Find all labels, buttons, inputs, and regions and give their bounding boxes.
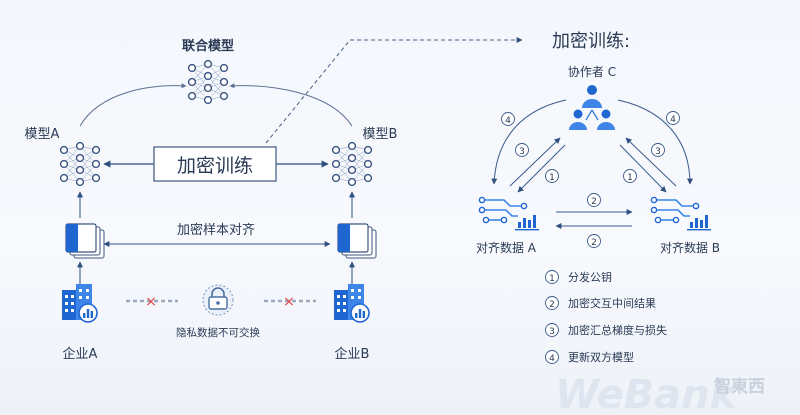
cross-mark-left: ×	[145, 294, 157, 310]
step-number-3-left: 3	[519, 147, 525, 157]
arc-model-a-to-federated	[79, 83, 187, 127]
watermark-brand: WeBank	[555, 372, 739, 415]
enterprise-b-building-icon	[333, 283, 370, 323]
step-number-2-top: 2	[591, 197, 597, 207]
legend-item: 2 加密交互中间结果	[545, 296, 656, 310]
encrypted-training-box	[153, 146, 277, 182]
federated-model-network-icon	[187, 59, 229, 105]
arc-model-b-to-federated	[229, 83, 353, 127]
arc-collaborator-to-b-step4	[617, 99, 693, 185]
collaborator-people-icon	[569, 85, 615, 130]
lock-icon	[202, 284, 234, 316]
legend-number: 2	[549, 300, 555, 310]
steps-legend: 1 分发公钥 2 加密交互中间结果 3 加密汇总梯度与损失 4 更新双方模型	[545, 270, 667, 364]
model-b-label: 模型B	[363, 127, 398, 142]
arrow-collaborator-to-a-step1	[517, 144, 566, 193]
arrow-a-to-collaborator-step3	[509, 137, 561, 187]
link-to-detail-panel	[265, 37, 523, 144]
step-number-1-right: 1	[627, 173, 633, 183]
legend-text: 分发公钥	[568, 270, 612, 284]
federated-model-label: 联合模型	[182, 38, 234, 54]
enterprise-a-label: 企业A	[63, 346, 98, 362]
enterprise-b-label: 企业B	[335, 346, 370, 362]
model-a-label: 模型A	[25, 127, 60, 142]
aligned-data-b-label: 对齐数据 B	[660, 240, 720, 255]
step-number-3-right: 3	[655, 147, 661, 157]
legend-text: 更新双方模型	[568, 350, 634, 364]
legend-item: 4 更新双方模型	[545, 350, 634, 364]
legend-number: 3	[549, 327, 555, 337]
step-number-1-left: 1	[549, 173, 555, 183]
legend-item: 1 分发公钥	[545, 270, 612, 284]
step-number-4-left: 4	[505, 116, 511, 126]
model-b-network-icon	[331, 141, 373, 187]
legend-number: 4	[549, 354, 555, 364]
model-a-network-icon	[59, 141, 101, 187]
arrow-b-to-collaborator-step3	[625, 137, 677, 187]
step-number-2-bottom: 2	[591, 238, 597, 248]
document-stack-b-icon	[337, 223, 377, 259]
document-stack-a-icon	[65, 223, 105, 259]
encrypted-training-label: 加密训练	[177, 155, 253, 177]
aligned-data-a-icon	[478, 196, 540, 232]
privacy-note-label: 隐私数据不可交换	[176, 326, 260, 339]
cross-mark-right: ×	[283, 294, 295, 310]
collaborator-label: 协作者 C	[568, 64, 616, 79]
enterprise-a-building-icon	[61, 283, 98, 323]
watermark-logo: 智東西	[714, 376, 765, 397]
detail-title: 加密训练:	[552, 31, 630, 52]
sample-alignment-label: 加密样本对齐	[177, 222, 255, 238]
aligned-data-a-label: 对齐数据 A	[476, 240, 537, 255]
aligned-data-b-icon	[650, 196, 712, 232]
step-number-4-right: 4	[670, 115, 676, 125]
legend-text: 加密汇总梯度与损失	[568, 323, 667, 337]
arc-collaborator-to-a-step4	[491, 99, 567, 185]
legend-text: 加密交互中间结果	[568, 296, 656, 310]
legend-number: 1	[549, 274, 555, 284]
arrow-collaborator-to-b-step1	[619, 144, 667, 193]
legend-item: 3 加密汇总梯度与损失	[545, 323, 667, 337]
